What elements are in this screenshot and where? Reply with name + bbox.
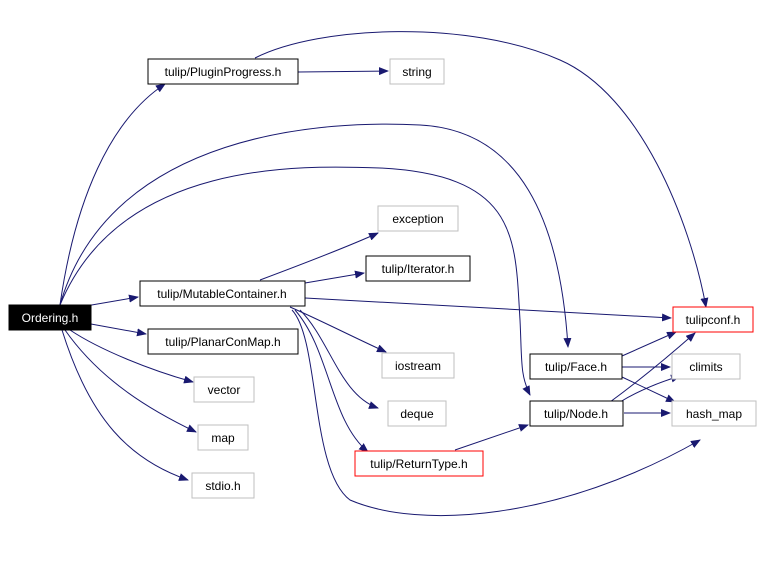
node-plugin-progress[interactable]: tulip/PluginProgress.h — [147, 58, 299, 85]
edge-mutablecontainer-to-exception — [259, 232, 379, 281]
node-stdio-label: stdio.h — [205, 479, 240, 493]
edge-face-to-tulipconf — [621, 331, 677, 357]
node-hash-map-label: hash_map — [686, 407, 742, 421]
node-ordering-label: Ordering.h — [22, 311, 79, 325]
node-tulipconf-label: tulipconf.h — [686, 313, 741, 327]
edge-mutablecontainer-to-deque — [299, 309, 379, 409]
edge-ordering-to-face — [59, 123, 572, 348]
node-return-type-label: tulip/ReturnType.h — [370, 457, 467, 471]
node-plugin-progress-label: tulip/PluginProgress.h — [165, 65, 282, 79]
node-hash-map[interactable]: hash_map — [671, 400, 757, 427]
node-string-label: string — [402, 65, 431, 79]
edge-returntype-to-node — [454, 424, 529, 451]
edge-pluginprogress-to-tulipconf — [254, 31, 709, 308]
node-return-type[interactable]: tulip/ReturnType.h — [354, 450, 484, 477]
edge-ordering-to-map — [64, 329, 197, 433]
node-deque-label: deque — [400, 407, 434, 421]
node-iterator[interactable]: tulip/Iterator.h — [365, 255, 471, 282]
node-map-label: map — [211, 431, 235, 445]
node-node[interactable]: tulip/Node.h — [529, 400, 624, 427]
edge-ordering-to-vector — [69, 329, 194, 384]
edge-mutablecontainer-to-hashmap — [291, 309, 701, 517]
node-iostream[interactable]: iostream — [381, 352, 455, 379]
edge-ordering-to-stdio — [61, 329, 189, 481]
node-iostream-label: iostream — [395, 359, 441, 373]
node-mutable-container-label: tulip/MutableContainer.h — [157, 287, 286, 301]
node-vector-label: vector — [208, 383, 241, 397]
edge-mutablecontainer-to-tulipconf — [304, 297, 672, 322]
node-iterator-label: tulip/Iterator.h — [382, 262, 455, 276]
node-climits-label: climits — [689, 360, 722, 374]
node-map[interactable]: map — [197, 424, 249, 451]
node-node-label: tulip/Node.h — [544, 407, 608, 421]
edge-node-to-tulipconf — [609, 332, 696, 403]
edge-mutablecontainer-to-iterator — [304, 270, 365, 284]
edge-mutablecontainer-to-iostream — [289, 306, 387, 353]
node-string[interactable]: string — [389, 58, 445, 85]
node-planar-con-map-label: tulip/PlanarConMap.h — [165, 335, 280, 349]
node-exception-label: exception — [392, 212, 443, 226]
node-vector[interactable]: vector — [193, 376, 255, 403]
node-mutable-container[interactable]: tulip/MutableContainer.h — [139, 280, 306, 307]
edge-ordering-to-pluginprogress — [59, 83, 166, 306]
node-planar-con-map[interactable]: tulip/PlanarConMap.h — [147, 328, 299, 355]
edge-mutablecontainer-to-returntype — [294, 309, 369, 453]
node-ordering: Ordering.h — [8, 304, 92, 331]
edge-ordering-to-node — [59, 166, 531, 396]
node-exception[interactable]: exception — [377, 205, 459, 232]
node-face[interactable]: tulip/Face.h — [529, 353, 623, 380]
node-deque[interactable]: deque — [387, 400, 447, 427]
node-tulipconf[interactable]: tulipconf.h — [672, 306, 754, 333]
edge-pluginprogress-to-string — [297, 67, 389, 76]
node-stdio[interactable]: stdio.h — [191, 472, 255, 499]
node-face-label: tulip/Face.h — [545, 360, 607, 374]
edge-face-to-hashmap — [621, 376, 676, 403]
node-climits[interactable]: climits — [671, 353, 741, 380]
